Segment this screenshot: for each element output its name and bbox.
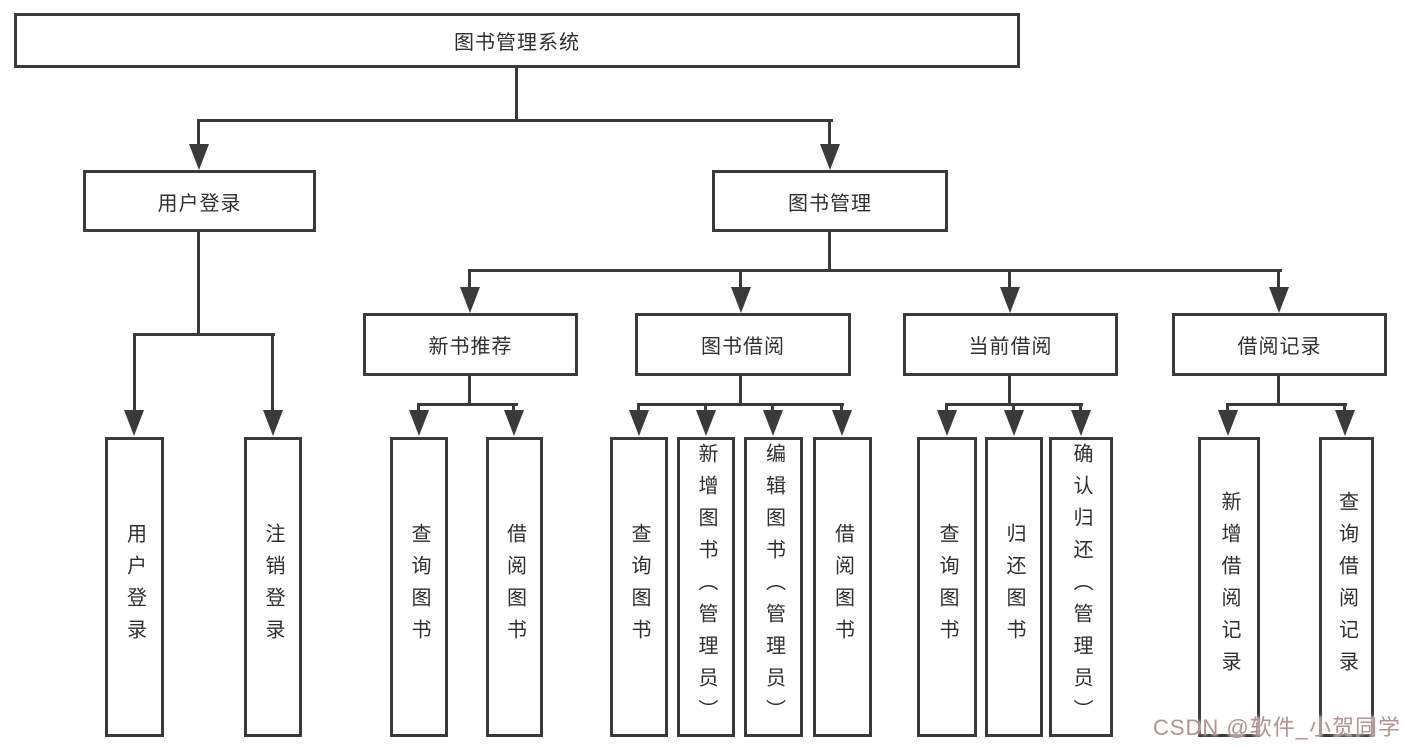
node-label: 图书借阅 bbox=[701, 336, 785, 358]
connector-line bbox=[945, 403, 948, 412]
leaf-label: 查询图书 bbox=[408, 523, 430, 651]
node-label: 用户登录 bbox=[157, 192, 242, 215]
connector-line bbox=[133, 333, 275, 336]
arrow-down-icon bbox=[1000, 287, 1020, 313]
leaf-edit-book-admin: 编辑图书（管理员） bbox=[744, 437, 803, 737]
connector-line bbox=[739, 376, 742, 405]
arrow-down-icon bbox=[1269, 287, 1289, 313]
arrow-down-icon bbox=[1218, 410, 1238, 436]
leaf-query-books-recommend: 查询图书 bbox=[390, 437, 448, 737]
leaf-label: 查询借阅记录 bbox=[1335, 491, 1358, 683]
node-label: 新书推荐 bbox=[428, 336, 513, 358]
leaf-label: 借阅图书 bbox=[503, 523, 526, 651]
node-library-management-system: 图书管理系统 bbox=[14, 13, 1020, 68]
connector-line bbox=[1012, 403, 1015, 412]
connector-line bbox=[828, 232, 831, 272]
arrow-down-icon bbox=[1335, 410, 1355, 436]
connector-line bbox=[197, 119, 833, 122]
leaf-add-borrow-record: 新增借阅记录 bbox=[1198, 437, 1260, 737]
arrow-down-icon bbox=[731, 287, 751, 313]
connector-line bbox=[637, 403, 640, 412]
leaf-borrow-books-recommend: 借阅图书 bbox=[486, 437, 543, 737]
connector-line bbox=[468, 269, 471, 289]
arrow-down-icon bbox=[1071, 410, 1091, 436]
arrow-down-icon bbox=[937, 410, 957, 436]
arrow-down-icon bbox=[504, 410, 524, 436]
arrow-down-icon bbox=[263, 410, 283, 436]
leaf-confirm-return-admin: 确认归还（管理员） bbox=[1049, 437, 1113, 737]
node-book-management: 图书管理 bbox=[712, 170, 948, 232]
leaf-query-borrow-record: 查询借阅记录 bbox=[1319, 437, 1374, 737]
watermark-text: CSDN @软件_小贺同学 bbox=[1152, 715, 1401, 740]
arrow-down-icon bbox=[1004, 410, 1024, 436]
leaf-label: 查询图书 bbox=[936, 523, 958, 651]
leaf-query-books-borrow: 查询图书 bbox=[610, 437, 668, 737]
leaf-label: 编辑图书（管理员） bbox=[762, 443, 785, 731]
connector-line bbox=[417, 403, 420, 412]
node-label: 图书管理系统 bbox=[454, 32, 580, 54]
node-new-book-recommend: 新书推荐 bbox=[363, 313, 578, 376]
node-user-login: 用户登录 bbox=[83, 170, 316, 232]
arrow-down-icon bbox=[189, 144, 209, 170]
connector-line bbox=[1008, 269, 1011, 289]
connector-line bbox=[840, 403, 843, 412]
leaf-label: 确认归还（管理员） bbox=[1070, 443, 1092, 731]
node-label: 借阅记录 bbox=[1237, 336, 1322, 358]
connector-line bbox=[197, 232, 200, 335]
node-label: 当前借阅 bbox=[968, 336, 1053, 358]
arrow-down-icon bbox=[696, 410, 716, 436]
connector-line bbox=[515, 68, 518, 122]
leaf-label: 注销登录 bbox=[262, 523, 284, 651]
arrow-down-icon bbox=[460, 287, 480, 313]
connector-line bbox=[1277, 269, 1280, 289]
connector-line bbox=[133, 333, 136, 412]
connector-line bbox=[637, 403, 844, 406]
arrow-down-icon bbox=[629, 410, 649, 436]
leaf-query-books-current: 查询图书 bbox=[917, 437, 977, 737]
connector-line bbox=[1226, 403, 1347, 406]
connector-line bbox=[271, 333, 274, 412]
node-book-borrow: 图书借阅 bbox=[635, 313, 851, 376]
connector-line bbox=[417, 403, 518, 406]
connector-line bbox=[739, 269, 742, 289]
connector-line bbox=[704, 403, 707, 412]
leaf-return-book: 归还图书 bbox=[985, 437, 1043, 737]
connector-line bbox=[1008, 376, 1011, 405]
connector-line bbox=[1226, 403, 1229, 412]
connector-line bbox=[1277, 376, 1280, 405]
leaf-borrow-books: 借阅图书 bbox=[813, 437, 872, 737]
leaf-label: 归还图书 bbox=[1003, 523, 1025, 651]
leaf-add-book-admin: 新增图书（管理员） bbox=[677, 437, 735, 737]
arrow-down-icon bbox=[832, 410, 852, 436]
arrow-down-icon bbox=[820, 144, 840, 170]
connector-line bbox=[771, 403, 774, 412]
leaf-label: 借阅图书 bbox=[831, 523, 854, 651]
connector-line bbox=[197, 119, 200, 147]
leaf-label: 新增图书（管理员） bbox=[695, 443, 717, 731]
leaf-user-login: 用户登录 bbox=[105, 437, 164, 737]
connector-line bbox=[468, 269, 1282, 272]
connector-line bbox=[468, 376, 471, 405]
leaf-label: 新增借阅记录 bbox=[1218, 491, 1240, 683]
node-current-borrow: 当前借阅 bbox=[903, 313, 1118, 376]
arrow-down-icon bbox=[409, 410, 429, 436]
connector-line bbox=[1079, 403, 1082, 412]
node-borrow-records: 借阅记录 bbox=[1172, 313, 1387, 376]
connector-line bbox=[1343, 403, 1346, 412]
arrow-down-icon bbox=[124, 410, 144, 436]
connector-line bbox=[828, 119, 831, 147]
leaf-logout: 注销登录 bbox=[244, 437, 302, 737]
connector-line bbox=[512, 403, 515, 412]
leaf-label: 用户登录 bbox=[123, 523, 146, 651]
leaf-label: 查询图书 bbox=[628, 523, 650, 651]
node-label: 图书管理 bbox=[788, 192, 872, 215]
arrow-down-icon bbox=[763, 410, 783, 436]
